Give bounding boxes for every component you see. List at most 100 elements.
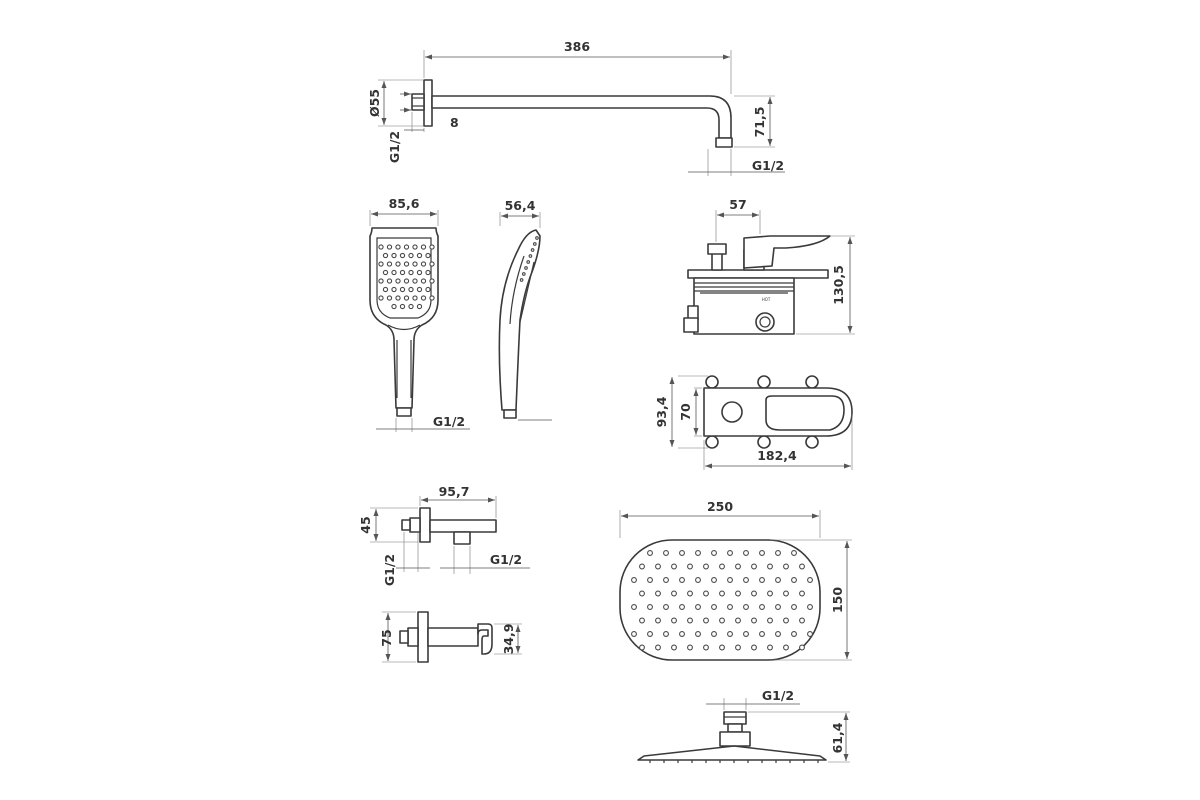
- spray-nozzle: [663, 550, 669, 556]
- spray-nozzle: [783, 617, 789, 624]
- spray-nozzle: [639, 590, 645, 597]
- spray-nozzle: [719, 617, 725, 624]
- spray-nozzle: [671, 644, 677, 651]
- arm-wall-offset-label: 8: [450, 115, 459, 130]
- spray-nozzle: [735, 563, 741, 570]
- plate-height-inner-label: 70: [678, 403, 693, 421]
- spray-nozzle: [743, 550, 749, 556]
- spray-nozzle: [807, 631, 813, 637]
- hand-shower-side-drawing: 56,4: [498, 198, 552, 421]
- spray-nozzle: [695, 550, 701, 556]
- spray-nozzle: [425, 269, 431, 276]
- spray-nozzle: [412, 244, 418, 250]
- spray-nozzle: [416, 269, 423, 276]
- spray-nozzle: [791, 550, 797, 556]
- spray-nozzle: [727, 604, 733, 610]
- spray-nozzle: [775, 604, 781, 610]
- spray-nozzle: [420, 244, 427, 250]
- spray-nozzle: [420, 295, 427, 301]
- spray-nozzle: [382, 286, 389, 293]
- head-thread-label: G1/2: [762, 688, 794, 703]
- spray-nozzle: [429, 261, 435, 267]
- spray-nozzle: [631, 577, 637, 583]
- spray-nozzle: [695, 577, 701, 583]
- spray-nozzle: [703, 644, 709, 651]
- spray-nozzle: [521, 272, 526, 276]
- arm-thread-wall-label: G1/2: [387, 131, 402, 163]
- plate-height-outer-label: 93,4: [654, 396, 669, 427]
- spray-nozzle: [391, 269, 397, 276]
- spray-nozzle: [429, 295, 435, 301]
- spray-nozzle: [743, 577, 749, 583]
- spray-nozzle: [775, 577, 781, 583]
- spray-nozzle: [655, 617, 661, 624]
- spray-nozzle: [425, 286, 431, 293]
- spray-nozzle: [711, 631, 717, 637]
- spray-nozzle: [395, 278, 401, 284]
- spray-nozzle: [767, 563, 773, 570]
- spray-nozzle: [655, 590, 661, 597]
- plate-width-label: 182,4: [757, 448, 797, 463]
- spray-nozzle: [711, 550, 717, 556]
- head-thickness-label: 61,4: [830, 722, 845, 753]
- mixer-hot-label: HOT: [762, 297, 771, 302]
- mixer-body-drawing: HOT 57 130,5: [683, 197, 855, 335]
- hand-width-label: 85,6: [389, 196, 420, 211]
- spray-nozzle: [429, 244, 435, 250]
- spray-nozzle: [695, 604, 701, 610]
- spray-nozzle: [382, 269, 389, 276]
- head-height-label: 150: [830, 587, 845, 613]
- spray-nozzle: [735, 590, 741, 597]
- spray-nozzle: [386, 278, 393, 284]
- spray-nozzle: [703, 563, 709, 570]
- spray-nozzle: [743, 631, 749, 637]
- spray-nozzle: [378, 244, 384, 250]
- spray-nozzle: [395, 244, 401, 250]
- spray-nozzle: [663, 577, 669, 583]
- arm-drop-label: 71,5: [752, 107, 767, 138]
- mixer-plate-drawing: 93,4 70 182,4: [654, 375, 853, 470]
- spray-nozzle: [759, 604, 765, 610]
- spray-nozzle: [420, 261, 427, 267]
- holder-height-label: 75: [379, 629, 394, 646]
- spray-nozzle: [663, 604, 669, 610]
- hand-spray-nozzles: [378, 244, 435, 310]
- spray-nozzle: [416, 252, 423, 259]
- spray-nozzle: [647, 631, 653, 637]
- spray-nozzle: [386, 295, 393, 301]
- spray-nozzle: [524, 266, 528, 270]
- spray-nozzle: [783, 644, 789, 651]
- outlet-length-label: 95,7: [439, 484, 470, 499]
- spray-nozzle: [399, 286, 406, 293]
- spray-nozzle: [679, 631, 685, 637]
- spray-nozzle: [639, 644, 645, 651]
- spray-nozzle: [403, 278, 410, 284]
- spray-nozzle: [399, 269, 406, 276]
- spray-nozzle: [751, 563, 757, 570]
- spray-nozzle: [671, 590, 677, 597]
- spray-nozzle: [727, 577, 733, 583]
- spray-nozzle: [767, 617, 773, 624]
- spray-nozzle: [727, 550, 733, 556]
- spray-nozzle: [807, 577, 813, 583]
- hand-thread-label: G1/2: [433, 414, 465, 429]
- spray-nozzle: [695, 631, 701, 637]
- outlet-thread-left-label: G1/2: [382, 554, 397, 586]
- spray-nozzle: [647, 604, 653, 610]
- arm-diameter-label: Ø55: [367, 89, 382, 117]
- spray-nozzle: [647, 577, 653, 583]
- spray-nozzle: [759, 550, 765, 556]
- spray-nozzle: [403, 261, 410, 267]
- spray-nozzle: [767, 590, 773, 597]
- spray-nozzle: [799, 590, 805, 597]
- spray-nozzle: [386, 244, 393, 250]
- spray-nozzle: [655, 644, 661, 651]
- spray-nozzle: [743, 604, 749, 610]
- spray-nozzle: [751, 644, 757, 651]
- shower-arm-drawing: 386 Ø55 8 G1/2 71,5 G1/2: [367, 39, 785, 176]
- spray-nozzle: [799, 644, 805, 651]
- spray-nozzle: [382, 252, 389, 259]
- spray-nozzle: [403, 295, 410, 301]
- spray-nozzle: [711, 604, 717, 610]
- spray-nozzle: [378, 278, 384, 284]
